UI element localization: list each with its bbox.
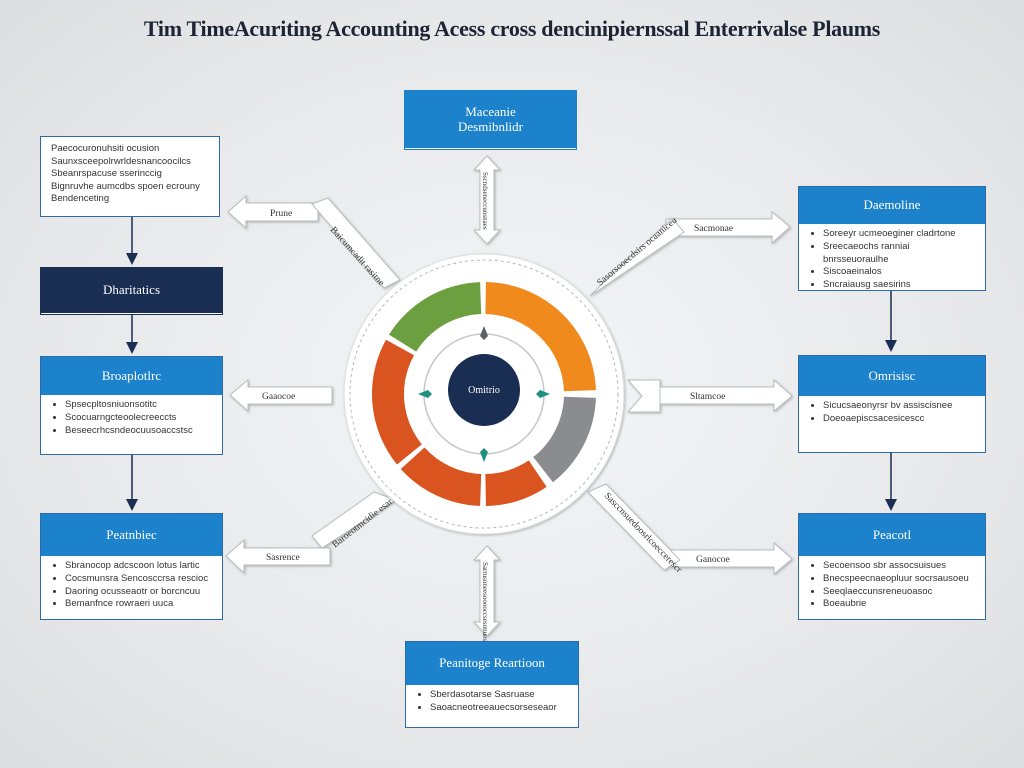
list-item: Sncraiausg saesirins bbox=[823, 279, 975, 292]
arrow-label-bottom-vertical: Sarrusoneesooooccsesonues bbox=[481, 562, 489, 641]
top-box-header: Maceanie Desmibnlidr bbox=[405, 91, 576, 148]
list-item: Sreecaeochs ranniai bnrsseuoraulhe bbox=[823, 241, 975, 267]
list-item: Sicucsaeonyrsr bv assiscisnee bbox=[823, 400, 975, 413]
right-bottom-box: Peacotl Secoensoo sbr assocsuisuesBnecsp… bbox=[798, 513, 986, 620]
center-marker-bottom bbox=[480, 448, 488, 462]
block-arrow-bottom-vertical bbox=[472, 545, 502, 637]
list-item: Scocuarngcteoolecreeccts bbox=[65, 412, 212, 425]
list-item: Seeqlaeccunsreneuoasoc bbox=[823, 586, 975, 599]
left-mid-box: Broaplotlrc SpsecpltosniuonsotitcScocuar… bbox=[40, 356, 223, 455]
block-arrow-right-top-diag bbox=[589, 217, 685, 297]
list-item: Sberdasotarse Sasruase bbox=[430, 689, 568, 702]
arrow-label-top-vertical: Sscndseneccuosnaes bbox=[481, 172, 489, 230]
list-item: Spsecpltosniuonsotitc bbox=[65, 399, 212, 412]
arrow-label-right-top-diag: Sasorsooecdsirs ocaaniceu bbox=[596, 216, 680, 289]
list-item: Bemanfnce rowraeri uuca bbox=[65, 598, 212, 611]
center-marker-right bbox=[536, 390, 550, 398]
right-top-box-list: Soreeyr ucmeoeginer cladrtoneSreecaeochs… bbox=[809, 228, 975, 292]
list-item: Doeoaepiscsacesicescc bbox=[823, 413, 975, 426]
right-bottom-box-list: Secoensoo sbr assocsuisuesBnecspeecnaeop… bbox=[809, 560, 975, 611]
block-arrow-right-bottom-diag bbox=[587, 483, 681, 571]
left-bottom-box: Peatnbiec Sbranocop adcscoon lotus larti… bbox=[40, 513, 223, 620]
block-arrow-left-bottom bbox=[225, 538, 331, 575]
arrow-label-left-bottom: Sasrence bbox=[266, 553, 300, 563]
left-bottom-box-header: Peatnbiec bbox=[41, 514, 222, 556]
ring-segment-gray bbox=[533, 396, 596, 483]
center-marker-top bbox=[480, 326, 488, 340]
right-top-box-header: Daemoline bbox=[799, 187, 985, 224]
ring-segment-orange-bottom-left bbox=[400, 447, 482, 506]
list-item: Daoring ocusseaotr or borcncuu bbox=[65, 586, 212, 599]
right-bottom-box-header: Peacotl bbox=[799, 514, 985, 556]
page-title: Tim TimeAcuriting Accounting Acess cross… bbox=[143, 16, 881, 41]
block-arrow-left-top-diag bbox=[311, 197, 401, 289]
list-item: Boeaubrie bbox=[823, 598, 975, 611]
note-line: Saunxsceepolrwrldesnancoocilcs bbox=[51, 155, 191, 167]
list-item: Sbranocop adcscoon lotus lartic bbox=[65, 560, 212, 573]
center-marker-left bbox=[418, 390, 432, 398]
center-label: Omitrio bbox=[468, 385, 500, 396]
arrow-label-right-bottom-diag: Sasccnsuedoosrlcoeccerescr bbox=[602, 491, 684, 576]
arrow-label-left-mid: Gaaocoe bbox=[262, 392, 295, 402]
block-arrow-left-bottom-diag bbox=[311, 491, 398, 549]
right-mid-box: Omrisisc Sicucsaeonyrsr bv assiscisneeDo… bbox=[798, 355, 986, 453]
note-line: Paecocuronuhsiti ocusion bbox=[51, 143, 160, 154]
right-mid-box-list: Sicucsaeonyrsr bv assiscisneeDoeoaepiscs… bbox=[809, 400, 975, 426]
list-item: Saoacneotreeauecsorseseaor bbox=[430, 702, 568, 715]
arrow-label-right-top: Sacmonae bbox=[694, 224, 733, 234]
donut-ring bbox=[372, 282, 596, 506]
right-mid-box-header: Omrisisc bbox=[799, 356, 985, 396]
bottom-box-header: Peanitoge Reartioon bbox=[406, 642, 578, 685]
arrow-label-right-bottom: Ganocoe bbox=[696, 555, 730, 565]
arrow-label-right-mid: Sltamcoe bbox=[690, 392, 725, 402]
ring-segment-dark-orange-bottom bbox=[485, 460, 547, 506]
right-top-box: Daemoline Soreeyr ucmeoeginer cladrtoneS… bbox=[798, 186, 986, 291]
top-box-title-line2: Desmibnlidr bbox=[458, 118, 523, 134]
ring-segment-orange bbox=[485, 282, 596, 392]
left-bottom-box-list: Sbranocop adcscoon lotus larticCocsmunsr… bbox=[51, 560, 212, 611]
list-item: Bnecspeecnaeopluur socrsausoeu bbox=[823, 573, 975, 586]
block-arrow-left-mid bbox=[229, 378, 333, 413]
note-line: Sbeanrspacuse sserinccig bbox=[51, 168, 162, 180]
list-item: Cocsmunsra Sencosccrsa rescioc bbox=[65, 573, 212, 586]
list-item: Secoensoo sbr assocsuisues bbox=[823, 560, 975, 573]
block-arrow-right-bottom bbox=[669, 541, 793, 576]
center-hub bbox=[448, 354, 520, 426]
list-item: Soreeyr ucmeoeginer cladrtone bbox=[823, 228, 975, 241]
block-arrow-right-mid bbox=[659, 378, 793, 413]
note-line: Bendenceting bbox=[51, 193, 110, 205]
arrow-label-left-top: Prune bbox=[270, 209, 292, 219]
top-box-title-line1: Maceanie bbox=[465, 103, 516, 119]
block-arrow-right-mid-tail bbox=[626, 379, 661, 413]
center-dashed-ring bbox=[349, 259, 619, 529]
ring-segment-green bbox=[389, 282, 482, 352]
note-line: Bignruvhe aumcdbs spoen ecrouny bbox=[51, 180, 200, 192]
block-arrow-left-top bbox=[227, 194, 319, 230]
list-item: Siscoaeinalos bbox=[823, 266, 975, 279]
ring-segment-dark-orange-left bbox=[372, 339, 422, 465]
left-dark-box: Dharitatics bbox=[40, 267, 223, 315]
bottom-box: Peanitoge Reartioon Sberdasotarse Sasrua… bbox=[405, 641, 579, 728]
list-item: Beseecrhcsndeocuusoaccstsc bbox=[65, 425, 212, 438]
left-mid-box-header: Broaplotlrc bbox=[41, 357, 222, 395]
block-arrow-top-vertical bbox=[472, 155, 502, 245]
top-box: Maceanie Desmibnlidr bbox=[404, 90, 577, 150]
left-dark-box-header: Dharitatics bbox=[41, 268, 222, 313]
left-mid-box-list: SpsecpltosniuonsotitcScocuarngcteoolecre… bbox=[51, 399, 212, 437]
bottom-box-list: Sberdasotarse SasruaseSaoacneotreeauecso… bbox=[416, 689, 568, 715]
